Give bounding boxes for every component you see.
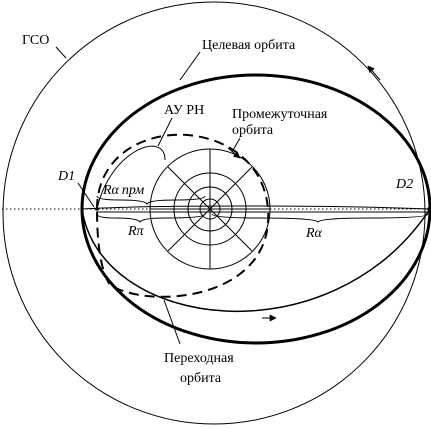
d1-label: D1 — [57, 169, 75, 184]
intermediate-orbit-label-line1: Промежуточная — [232, 107, 328, 122]
intermediate-orbit-direction-arrow — [227, 147, 241, 159]
transfer-orbit-label-line1: Переходная — [164, 351, 234, 366]
d2-label: D2 — [395, 177, 413, 192]
transfer-orbit-leader — [163, 299, 181, 345]
gso-direction-arrow — [367, 65, 381, 81]
earth-globe — [149, 148, 271, 270]
intermediate-orbit-label-line2: орбита — [232, 123, 274, 138]
r-alpha-prm-brace — [96, 195, 206, 206]
transfer-orbit-upper-path — [81, 205, 431, 210]
target-orbit-label: Целевая орбита — [202, 38, 296, 53]
intermediate-orbit-dashed — [96, 133, 270, 298]
au-rn-label: АУ РН — [164, 103, 204, 118]
r-alpha-label: Rα — [305, 226, 323, 241]
au-rn-leader — [157, 117, 173, 147]
transfer-orbit-path — [81, 208, 431, 312]
transfer-orbit-label-line2: орбита — [180, 371, 222, 386]
intermediate-orbit-leader — [231, 137, 241, 153]
d1-point — [95, 207, 99, 211]
au-rn-trajectory-path — [96, 145, 166, 210]
d2-point — [427, 207, 431, 211]
r-pi-brace — [96, 213, 206, 224]
gso-circle — [2, 1, 426, 425]
gso-leader — [55, 46, 67, 59]
d1-leader — [77, 182, 95, 208]
gso-label: ГСО — [22, 33, 49, 48]
target-orbit-leader — [179, 51, 201, 81]
r-alpha-brace — [211, 213, 429, 223]
r-pi-label: Rπ — [127, 224, 145, 239]
